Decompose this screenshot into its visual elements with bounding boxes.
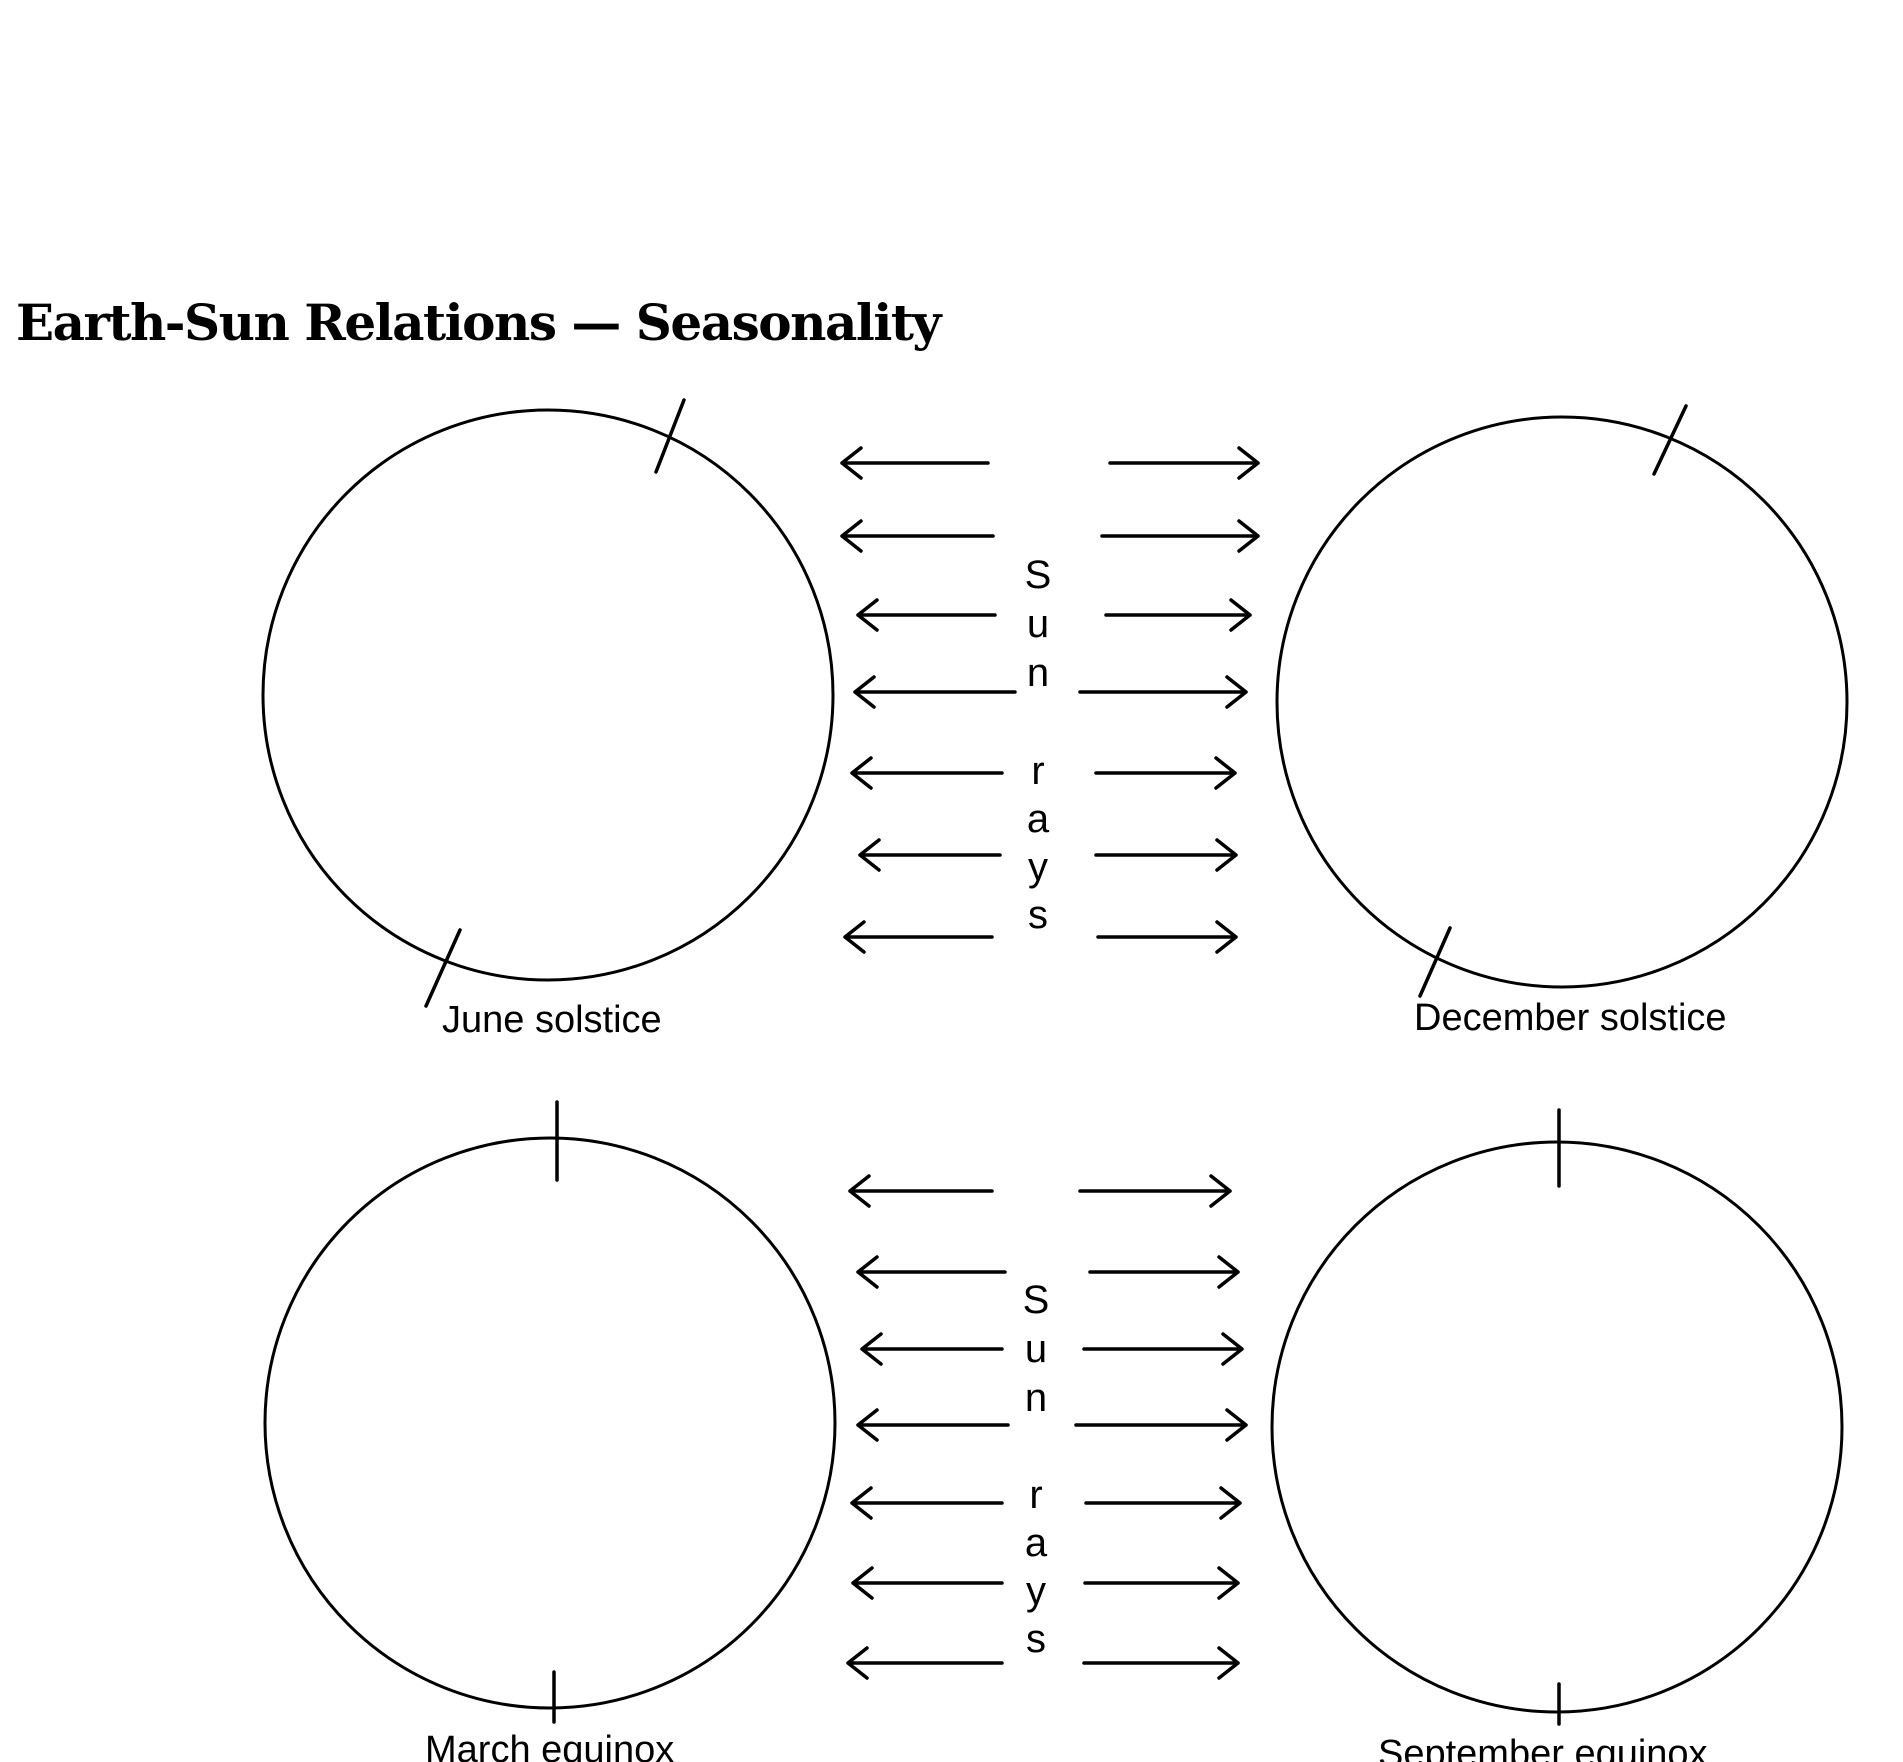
december-earth-circle	[1275, 415, 1849, 989]
ray-letter: S	[1023, 1278, 1050, 1322]
ray-letter: S	[1025, 553, 1052, 597]
june-solstice-label: June solstice	[442, 999, 662, 1041]
sun-ray-arrow-right	[1094, 838, 1238, 872]
june-earth-circle	[261, 408, 835, 982]
ray-letter: u	[1027, 602, 1049, 646]
sun-ray-arrow-right	[1078, 1174, 1232, 1208]
sun-ray-arrow-right	[1074, 1408, 1248, 1442]
sun-ray-arrow-left	[850, 1486, 1004, 1520]
sun-ray-arrow-left	[856, 1255, 1007, 1289]
september-earth-circle	[1270, 1140, 1844, 1714]
sun-rays-top: S u n r a y s	[840, 446, 1260, 954]
sun-ray-arrow-right	[1084, 1486, 1242, 1520]
ray-letter: s	[1028, 893, 1048, 937]
ray-letter: r	[1029, 1473, 1042, 1517]
sun-ray-arrow-right	[1104, 598, 1252, 632]
ray-letter: a	[1027, 797, 1050, 841]
sun-rays-bottom: S u n r a y s	[846, 1174, 1248, 1680]
sun-ray-arrow-right	[1100, 519, 1260, 553]
sun-ray-arrow-right	[1088, 1255, 1240, 1289]
december-axis-south-tick	[1418, 926, 1452, 998]
sun-ray-arrow-left	[848, 1174, 994, 1208]
sun-ray-arrow-left	[840, 519, 995, 553]
ray-letter: a	[1025, 1521, 1048, 1565]
sun-ray-arrow-left	[853, 675, 1017, 709]
ray-letter: y	[1026, 1569, 1046, 1613]
march-equinox-panel: March equinox	[263, 1100, 837, 1762]
sun-ray-arrow-left	[843, 920, 994, 954]
sun-ray-arrow-right	[1078, 675, 1248, 709]
sun-ray-arrow-right	[1108, 446, 1260, 480]
sun-ray-arrow-right	[1096, 920, 1238, 954]
sun-ray-arrow-left	[858, 838, 1002, 872]
december-solstice-panel: December solstice	[1275, 404, 1849, 1039]
december-axis-north-tick	[1652, 404, 1688, 476]
december-solstice-label: December solstice	[1414, 997, 1727, 1039]
ray-letter: n	[1025, 1376, 1047, 1420]
sun-ray-arrow-right	[1082, 1332, 1244, 1366]
sun-ray-arrow-left	[846, 1646, 1004, 1680]
diagram-title: Earth-Sun Relations — Seasonality	[16, 293, 943, 352]
ray-letter: u	[1025, 1327, 1047, 1371]
sun-ray-arrow-left	[850, 756, 1004, 790]
ray-letter: r	[1031, 749, 1044, 793]
ray-letter: n	[1027, 651, 1049, 695]
sun-ray-arrow-left	[840, 446, 990, 480]
sun-ray-arrow-right	[1082, 1646, 1240, 1680]
sun-ray-arrow-left	[856, 598, 997, 632]
sun-ray-arrow-right	[1083, 1566, 1240, 1600]
june-axis-north-tick	[654, 398, 686, 474]
june-axis-south-tick	[424, 928, 462, 1008]
march-earth-circle	[263, 1136, 837, 1710]
september-equinox-label: September equinox	[1378, 1733, 1708, 1762]
sun-ray-arrow-left	[856, 1408, 1010, 1442]
march-equinox-label: March equinox	[425, 1729, 674, 1762]
june-solstice-panel: June solstice	[261, 398, 835, 1041]
ray-letter: y	[1028, 845, 1048, 889]
sun-ray-arrow-right	[1094, 756, 1237, 790]
sun-ray-arrow-left	[851, 1566, 1004, 1600]
september-equinox-panel: September equinox	[1270, 1108, 1844, 1762]
ray-letter: s	[1026, 1617, 1046, 1661]
sun-ray-arrow-left	[860, 1332, 1004, 1366]
